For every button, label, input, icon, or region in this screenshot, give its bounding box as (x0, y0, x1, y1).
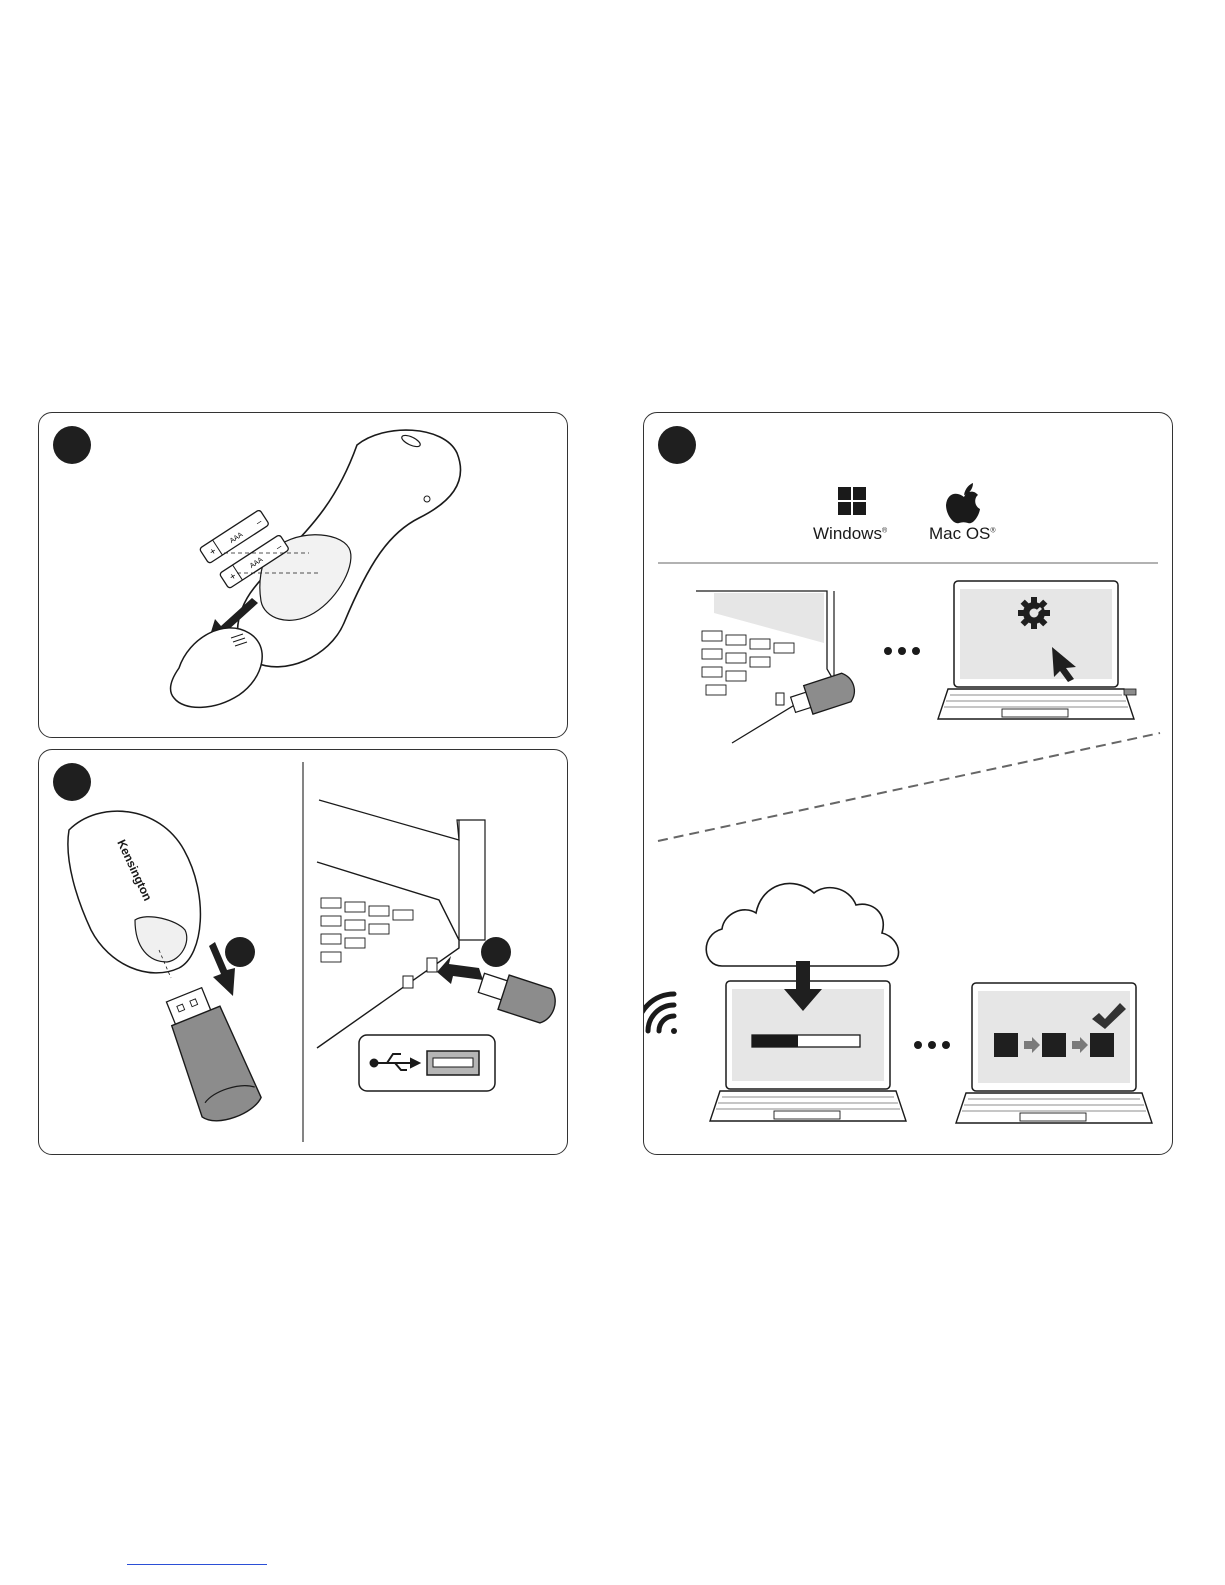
usb-port (427, 958, 437, 972)
laptop-settings (938, 581, 1136, 719)
cloud-icon (706, 883, 898, 966)
windows-label-text: Windows (813, 524, 882, 543)
gear-icon (1018, 597, 1050, 629)
mac-label: Mac OS® (929, 524, 996, 544)
software-illustration (644, 413, 1173, 1155)
step-box-3 (1090, 1033, 1114, 1057)
windows-reg-mark: ® (882, 527, 887, 534)
laptop-with-dongle (696, 591, 858, 743)
ellipsis-2 (914, 1041, 950, 1049)
ellipsis-1 (884, 647, 920, 655)
mac-reg-mark: ® (990, 527, 995, 534)
windows-logo-icon (838, 487, 866, 515)
step-box-2 (1042, 1033, 1066, 1057)
remote-side-button (424, 496, 430, 502)
windows-label: Windows® (813, 524, 887, 544)
insert-arrow-down (209, 942, 235, 996)
panel-software-update: Windows® Mac OS® (643, 412, 1173, 1155)
mac-label-text: Mac OS (929, 524, 990, 543)
battery-illustration: + AAA – + AAA – (39, 413, 568, 738)
usb-dongle-left (157, 982, 264, 1128)
battery-cover (171, 628, 263, 708)
receiver-illustration: Kensington (39, 750, 568, 1155)
wifi-icon (644, 994, 677, 1034)
panel-battery-install: + AAA – + AAA – (38, 412, 568, 738)
laptop-update-complete (956, 983, 1152, 1123)
laptop-download (710, 961, 906, 1121)
footer-link-underline[interactable] (127, 1564, 267, 1565)
apple-logo-icon (946, 483, 980, 523)
panel-receiver: Kensington (38, 749, 568, 1155)
progress-bar-fill (752, 1035, 798, 1047)
step-box-1 (994, 1033, 1018, 1057)
usb-dongle-right (475, 968, 559, 1026)
insert-arrow-left (437, 956, 483, 984)
